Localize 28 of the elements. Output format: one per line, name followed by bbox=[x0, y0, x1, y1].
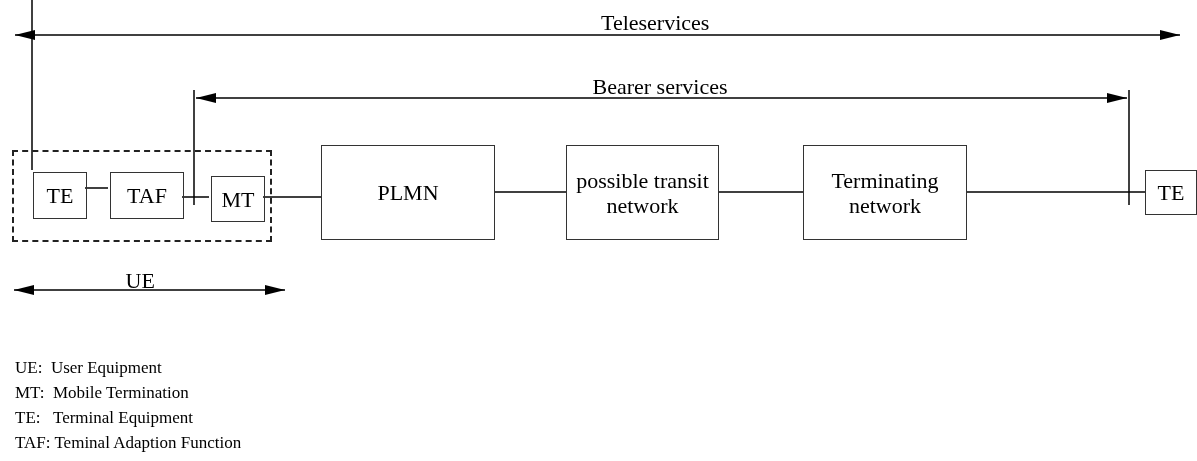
dashed-group-box bbox=[12, 150, 272, 242]
span-label: UE bbox=[125, 268, 155, 294]
abbreviation-note: TAF: Teminal Adaption Function bbox=[15, 433, 242, 453]
connector-line bbox=[84, 187, 109, 189]
connector-line bbox=[718, 191, 804, 193]
box-label: TE bbox=[45, 183, 75, 208]
network-box bbox=[321, 145, 495, 240]
span-label: Bearer services bbox=[592, 74, 728, 100]
abbreviation-note: TE: Terminal Equipment bbox=[15, 408, 193, 428]
box-label: possible transit network bbox=[575, 167, 710, 218]
network-box bbox=[211, 176, 265, 222]
abbreviation-note: UE: User Equipment bbox=[15, 358, 162, 378]
network-box bbox=[1145, 170, 1197, 215]
box-label: PLMN bbox=[376, 180, 440, 205]
box-label: MT bbox=[220, 186, 256, 212]
network-box bbox=[110, 172, 184, 219]
box-label: Terminating network bbox=[830, 167, 940, 218]
connector-line bbox=[494, 191, 567, 193]
connector-line bbox=[966, 191, 1146, 193]
network-box bbox=[566, 145, 719, 240]
box-label: TAF bbox=[126, 183, 168, 208]
box-label: TE bbox=[1156, 180, 1186, 205]
network-box bbox=[803, 145, 967, 240]
network-box bbox=[33, 172, 87, 219]
connector-line bbox=[181, 196, 210, 198]
span-label: Teleservices bbox=[601, 10, 710, 36]
connector-line bbox=[262, 196, 322, 198]
abbreviation-note: MT: Mobile Termination bbox=[15, 383, 189, 403]
